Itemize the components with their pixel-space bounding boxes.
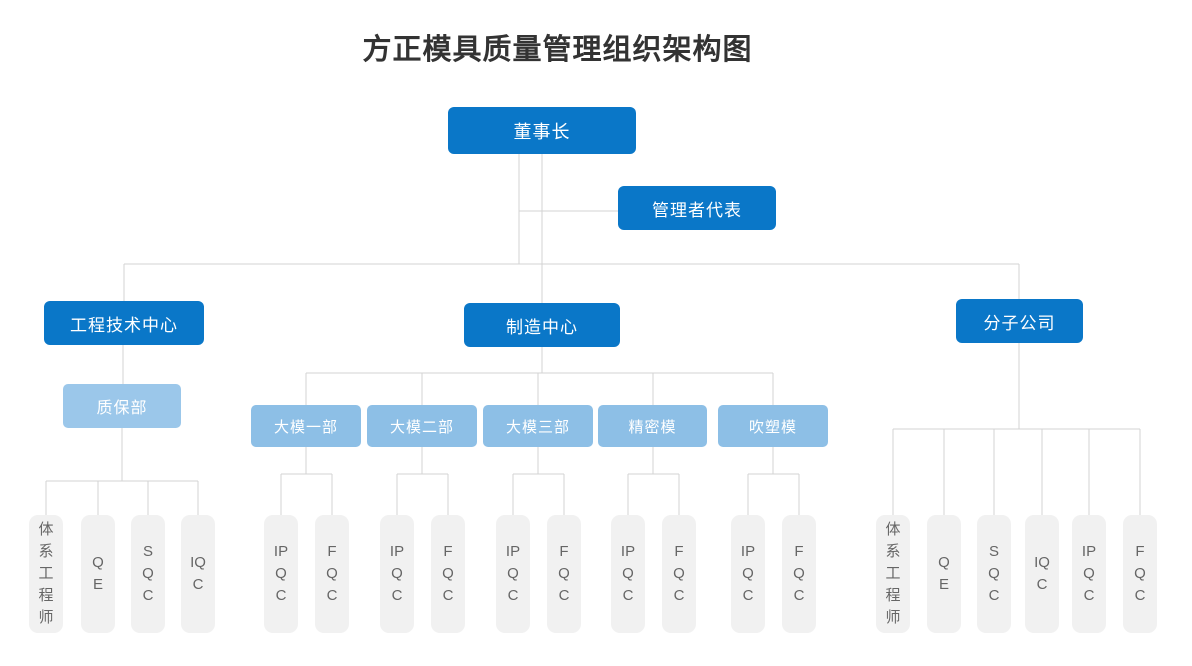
node-d3-ipqc-label: IPQC bbox=[505, 543, 521, 604]
node-subsidiary-label: 分子公司 bbox=[983, 313, 1056, 333]
node-precision-mold-label: 精密模 bbox=[628, 418, 677, 436]
node-sub-ipqc-label: IPQC bbox=[1081, 543, 1097, 604]
node-qe-label: QE bbox=[92, 554, 104, 593]
node-sqc[interactable]: SQC bbox=[131, 515, 165, 633]
node-d1-ipqc-label: IPQC bbox=[273, 543, 289, 604]
node-d4-ipqc-label: IPQC bbox=[620, 543, 636, 604]
node-sub-qe[interactable]: QE bbox=[927, 515, 961, 633]
node-d5-ipqc[interactable]: IPQC bbox=[731, 515, 765, 633]
node-sub-iqc[interactable]: IQC bbox=[1025, 515, 1059, 633]
node-precision-mold[interactable]: 精密模 bbox=[598, 405, 707, 447]
node-big-mold-dept-1-label: 大模一部 bbox=[273, 418, 338, 436]
node-subsidiary[interactable]: 分子公司 bbox=[956, 299, 1083, 343]
node-sub-system-engineer[interactable]: 体系工程师 bbox=[876, 515, 910, 633]
node-sub-sqc[interactable]: SQC bbox=[977, 515, 1011, 633]
node-d3-fqc-label: FQC bbox=[558, 543, 570, 604]
node-sqc-label: SQC bbox=[142, 543, 154, 604]
node-manufacturing-center[interactable]: 制造中心 bbox=[464, 303, 620, 347]
node-d5-fqc-label: FQC bbox=[793, 543, 805, 604]
node-qa-dept[interactable]: 质保部 bbox=[63, 384, 181, 428]
node-d1-fqc[interactable]: FQC bbox=[315, 515, 349, 633]
node-d2-fqc-label: FQC bbox=[442, 543, 454, 604]
node-d4-fqc-label: FQC bbox=[673, 543, 685, 604]
node-management-rep-label: 管理者代表 bbox=[652, 200, 742, 220]
node-d5-ipqc-label: IPQC bbox=[740, 543, 756, 604]
node-qe[interactable]: QE bbox=[81, 515, 115, 633]
node-blow-mold-label: 吹塑模 bbox=[748, 418, 797, 436]
node-d4-fqc[interactable]: FQC bbox=[662, 515, 696, 633]
node-sub-system-engineer-label: 体系工程师 bbox=[885, 521, 901, 626]
node-d2-ipqc[interactable]: IPQC bbox=[380, 515, 414, 633]
node-system-engineer[interactable]: 体系工程师 bbox=[29, 515, 63, 633]
node-chairman[interactable]: 董事长 bbox=[448, 107, 636, 154]
node-system-engineer-label: 体系工程师 bbox=[38, 521, 54, 626]
node-iqc-label: IQC bbox=[190, 554, 206, 593]
node-d1-ipqc[interactable]: IPQC bbox=[264, 515, 298, 633]
node-sub-sqc-label: SQC bbox=[988, 543, 1000, 604]
node-chairman-label: 董事长 bbox=[513, 121, 571, 142]
node-d4-ipqc[interactable]: IPQC bbox=[611, 515, 645, 633]
node-big-mold-dept-2-label: 大模二部 bbox=[389, 418, 454, 436]
node-d5-fqc[interactable]: FQC bbox=[782, 515, 816, 633]
node-management-rep[interactable]: 管理者代表 bbox=[618, 186, 776, 230]
node-engineering-center[interactable]: 工程技术中心 bbox=[44, 301, 204, 345]
node-d3-fqc[interactable]: FQC bbox=[547, 515, 581, 633]
node-big-mold-dept-1[interactable]: 大模一部 bbox=[251, 405, 361, 447]
node-big-mold-dept-3-label: 大模三部 bbox=[505, 418, 570, 436]
node-d2-ipqc-label: IPQC bbox=[389, 543, 405, 604]
node-sub-fqc[interactable]: FQC bbox=[1123, 515, 1157, 633]
page-title: 方正模具质量管理组织架构图 bbox=[362, 34, 753, 66]
node-d3-ipqc[interactable]: IPQC bbox=[496, 515, 530, 633]
node-d1-fqc-label: FQC bbox=[326, 543, 338, 604]
node-manufacturing-center-label: 制造中心 bbox=[506, 317, 578, 337]
node-iqc[interactable]: IQC bbox=[181, 515, 215, 633]
node-d2-fqc[interactable]: FQC bbox=[431, 515, 465, 633]
node-engineering-center-label: 工程技术中心 bbox=[70, 315, 178, 335]
node-sub-ipqc[interactable]: IPQC bbox=[1072, 515, 1106, 633]
node-blow-mold[interactable]: 吹塑模 bbox=[718, 405, 828, 447]
node-sub-qe-label: QE bbox=[938, 554, 950, 593]
node-big-mold-dept-3[interactable]: 大模三部 bbox=[483, 405, 593, 447]
node-sub-iqc-label: IQC bbox=[1034, 554, 1050, 593]
node-sub-fqc-label: FQC bbox=[1134, 543, 1146, 604]
node-qa-dept-label: 质保部 bbox=[96, 400, 148, 417]
node-big-mold-dept-2[interactable]: 大模二部 bbox=[367, 405, 477, 447]
